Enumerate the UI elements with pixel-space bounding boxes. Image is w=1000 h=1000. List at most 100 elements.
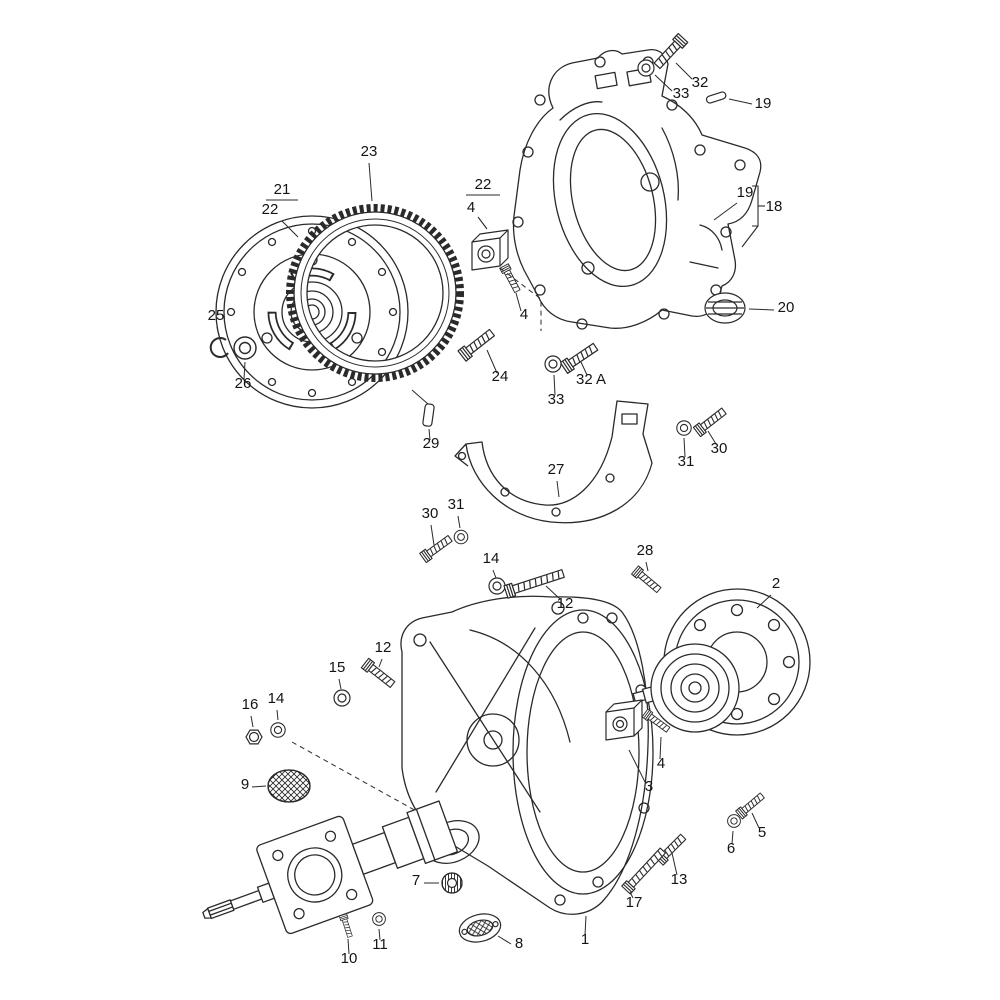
leader-line-14 <box>276 709 279 721</box>
part-label-18: 18 <box>766 198 783 215</box>
washer-31-right <box>676 420 692 436</box>
part-label-26: 26 <box>235 375 252 392</box>
part-label-10: 10 <box>341 950 358 967</box>
hub-flange-assembly <box>632 643 740 733</box>
leader-line-24 <box>486 349 498 374</box>
part-label-33: 33 <box>548 391 565 408</box>
bolt-24 <box>457 326 497 362</box>
part-label-13: 13 <box>671 871 688 888</box>
leader-line-27 <box>556 480 560 498</box>
part-label-1: 1 <box>581 931 589 948</box>
leader-line-15 <box>338 678 342 690</box>
leader-line-32 <box>675 62 693 80</box>
bolt-30-left <box>419 533 454 564</box>
part-label-15: 15 <box>329 659 346 676</box>
seal-26 <box>233 336 257 360</box>
dowel-29 <box>422 403 435 427</box>
washer-11 <box>372 912 386 926</box>
part-label-32: 32 <box>692 74 709 91</box>
part-label-2: 2 <box>772 575 780 592</box>
leader-line-1 <box>584 915 587 936</box>
leader-line-3 <box>628 749 646 783</box>
leader-line-12 <box>545 585 561 600</box>
part-label-14: 14 <box>268 690 285 707</box>
part-label-7: 7 <box>412 872 420 889</box>
part-label-30: 30 <box>711 440 728 457</box>
washer-14-left <box>270 722 286 738</box>
leader-line-4 <box>515 292 522 312</box>
part-label-24: 24 <box>492 368 509 385</box>
part-label-29: 29 <box>423 435 440 452</box>
part-label-8: 8 <box>515 935 523 952</box>
output-shaft-assembly <box>202 800 459 935</box>
part-label-16: 16 <box>242 696 259 713</box>
leader-line-8 <box>497 935 512 945</box>
bolt-30-right <box>692 405 729 438</box>
plug-7 <box>441 872 463 894</box>
part-label-31: 31 <box>678 453 695 470</box>
washer-31-left <box>453 529 469 545</box>
leader-line-13 <box>671 852 678 876</box>
assembly-guide-lines <box>291 267 542 813</box>
part-label-23: 23 <box>361 143 378 160</box>
part-label-17: 17 <box>626 894 643 911</box>
leader-line-33 <box>654 74 673 92</box>
bolt-28 <box>631 565 663 595</box>
leader-line-20 <box>748 308 775 311</box>
leader-line-31 <box>457 515 461 529</box>
bolt-12-left <box>360 657 397 690</box>
label-group-brackets <box>266 185 765 248</box>
leader-line-2 <box>756 594 772 609</box>
washer-6 <box>727 814 741 828</box>
cap-9 <box>267 769 311 803</box>
mount-block-3-lower <box>605 699 643 741</box>
part-label-14: 14 <box>483 550 500 567</box>
part-label-30: 30 <box>422 505 439 522</box>
part-label-6: 6 <box>727 840 735 857</box>
leader-line-30 <box>430 524 435 546</box>
part-label-28: 28 <box>637 542 654 559</box>
seal-ring-20 <box>704 292 746 324</box>
cover-8 <box>458 913 502 943</box>
part-label-19: 19 <box>737 184 754 201</box>
bolt-4-upper <box>499 263 523 294</box>
mount-block-22-upper <box>471 229 509 271</box>
leader-line-12 <box>378 658 383 668</box>
ring-gear-23 <box>286 204 464 382</box>
part-label-25: 25 <box>208 307 225 324</box>
leader-line-26 <box>243 361 246 380</box>
leader-line-14 <box>492 569 497 579</box>
part-label-31: 31 <box>448 496 465 513</box>
part-label-4: 4 <box>657 755 665 772</box>
part-label-4: 4 <box>467 199 475 216</box>
dowel-pin-19 <box>705 91 727 104</box>
leader-line-9 <box>251 785 267 788</box>
washer-33-upper <box>637 59 655 77</box>
part-label-32A: 32 A <box>576 371 606 388</box>
bolt-5 <box>735 790 767 820</box>
part-label-11: 11 <box>372 936 388 953</box>
part-label-27: 27 <box>548 461 565 478</box>
leader-line-29 <box>428 428 431 441</box>
part-label-4: 4 <box>520 306 528 323</box>
leader-line-31 <box>683 437 686 458</box>
leader-line-4 <box>659 736 662 760</box>
leader-line-33 <box>553 374 556 396</box>
leader-line-19 <box>713 202 738 221</box>
washer-15 <box>333 689 351 707</box>
part-label-3: 3 <box>645 778 653 795</box>
part-label-12: 12 <box>375 639 392 656</box>
part-label-22: 22 <box>262 201 279 218</box>
leader-line-5 <box>751 812 760 829</box>
part-label-20: 20 <box>778 299 795 316</box>
leader-line-19 <box>728 98 753 105</box>
part-label-12: 12 <box>557 595 574 612</box>
circlip-25 <box>209 337 229 358</box>
leader-line-25 <box>216 326 220 337</box>
bolt-12-upper <box>503 566 566 599</box>
part-label-22: 22 <box>475 176 492 193</box>
bolt-32a <box>559 340 600 374</box>
